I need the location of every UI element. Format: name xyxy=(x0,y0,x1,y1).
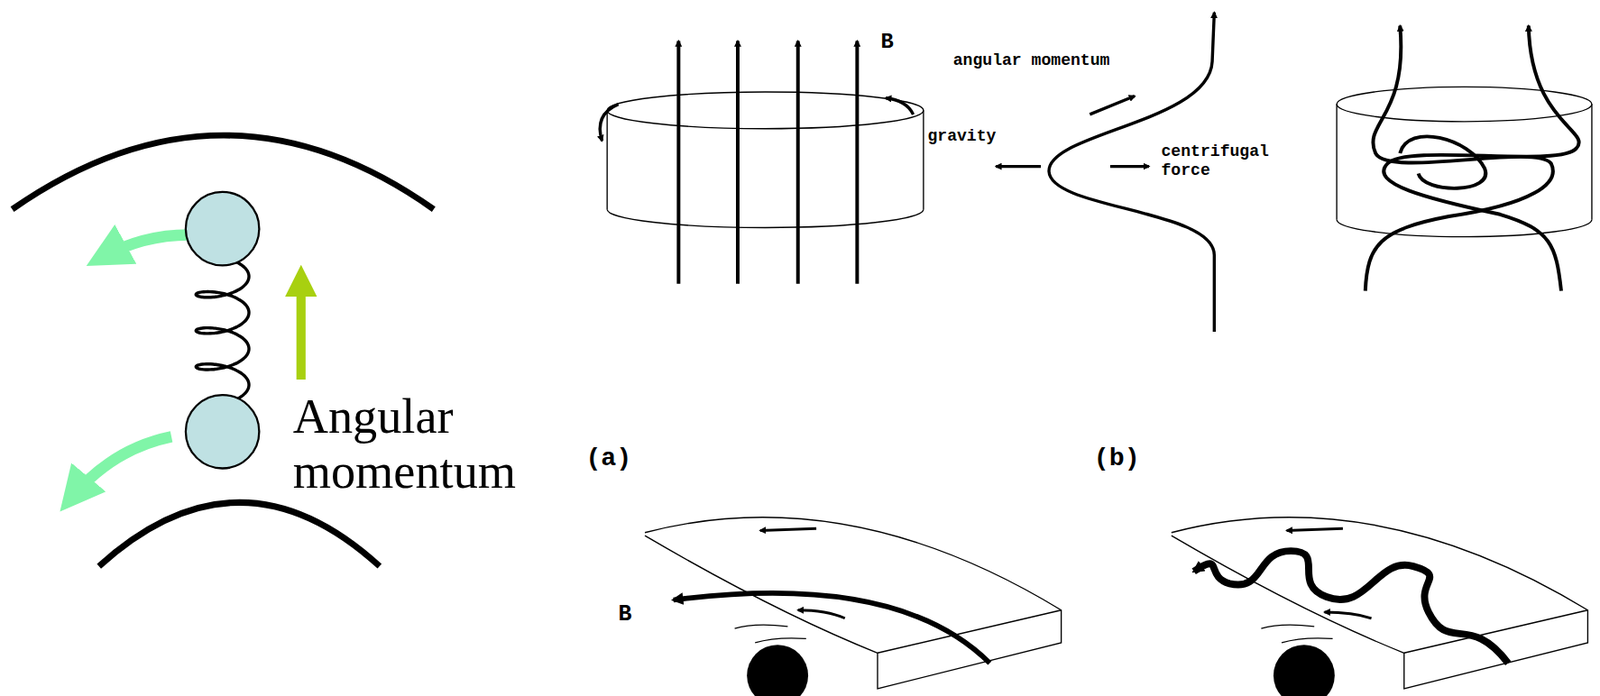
field-label: B xyxy=(618,602,633,628)
force-label: angular momentum xyxy=(953,51,1111,70)
panel-label: (b) xyxy=(1094,444,1141,474)
field-label: B xyxy=(880,30,893,56)
field-lines xyxy=(678,40,857,284)
angular-momentum-arrow xyxy=(296,277,306,380)
disk-cylinder xyxy=(606,91,924,228)
stars xyxy=(185,192,259,469)
magnetic-coil xyxy=(195,257,249,405)
force-label: gravity xyxy=(927,127,996,146)
green-arrows xyxy=(71,234,189,498)
coil-stroke xyxy=(195,257,249,405)
force-arrows xyxy=(995,96,1150,167)
panel-label: (a) xyxy=(585,444,632,474)
disk-arcs xyxy=(12,135,434,567)
angular-momentum-label: Angular momentum xyxy=(293,389,561,500)
rotation-arrows xyxy=(599,98,913,142)
force-label: centrifugal force xyxy=(1161,142,1283,180)
accretion-disk-b xyxy=(1171,517,1589,696)
accretion-disk-a xyxy=(644,517,1062,696)
twisted-field-lines xyxy=(1365,25,1580,291)
